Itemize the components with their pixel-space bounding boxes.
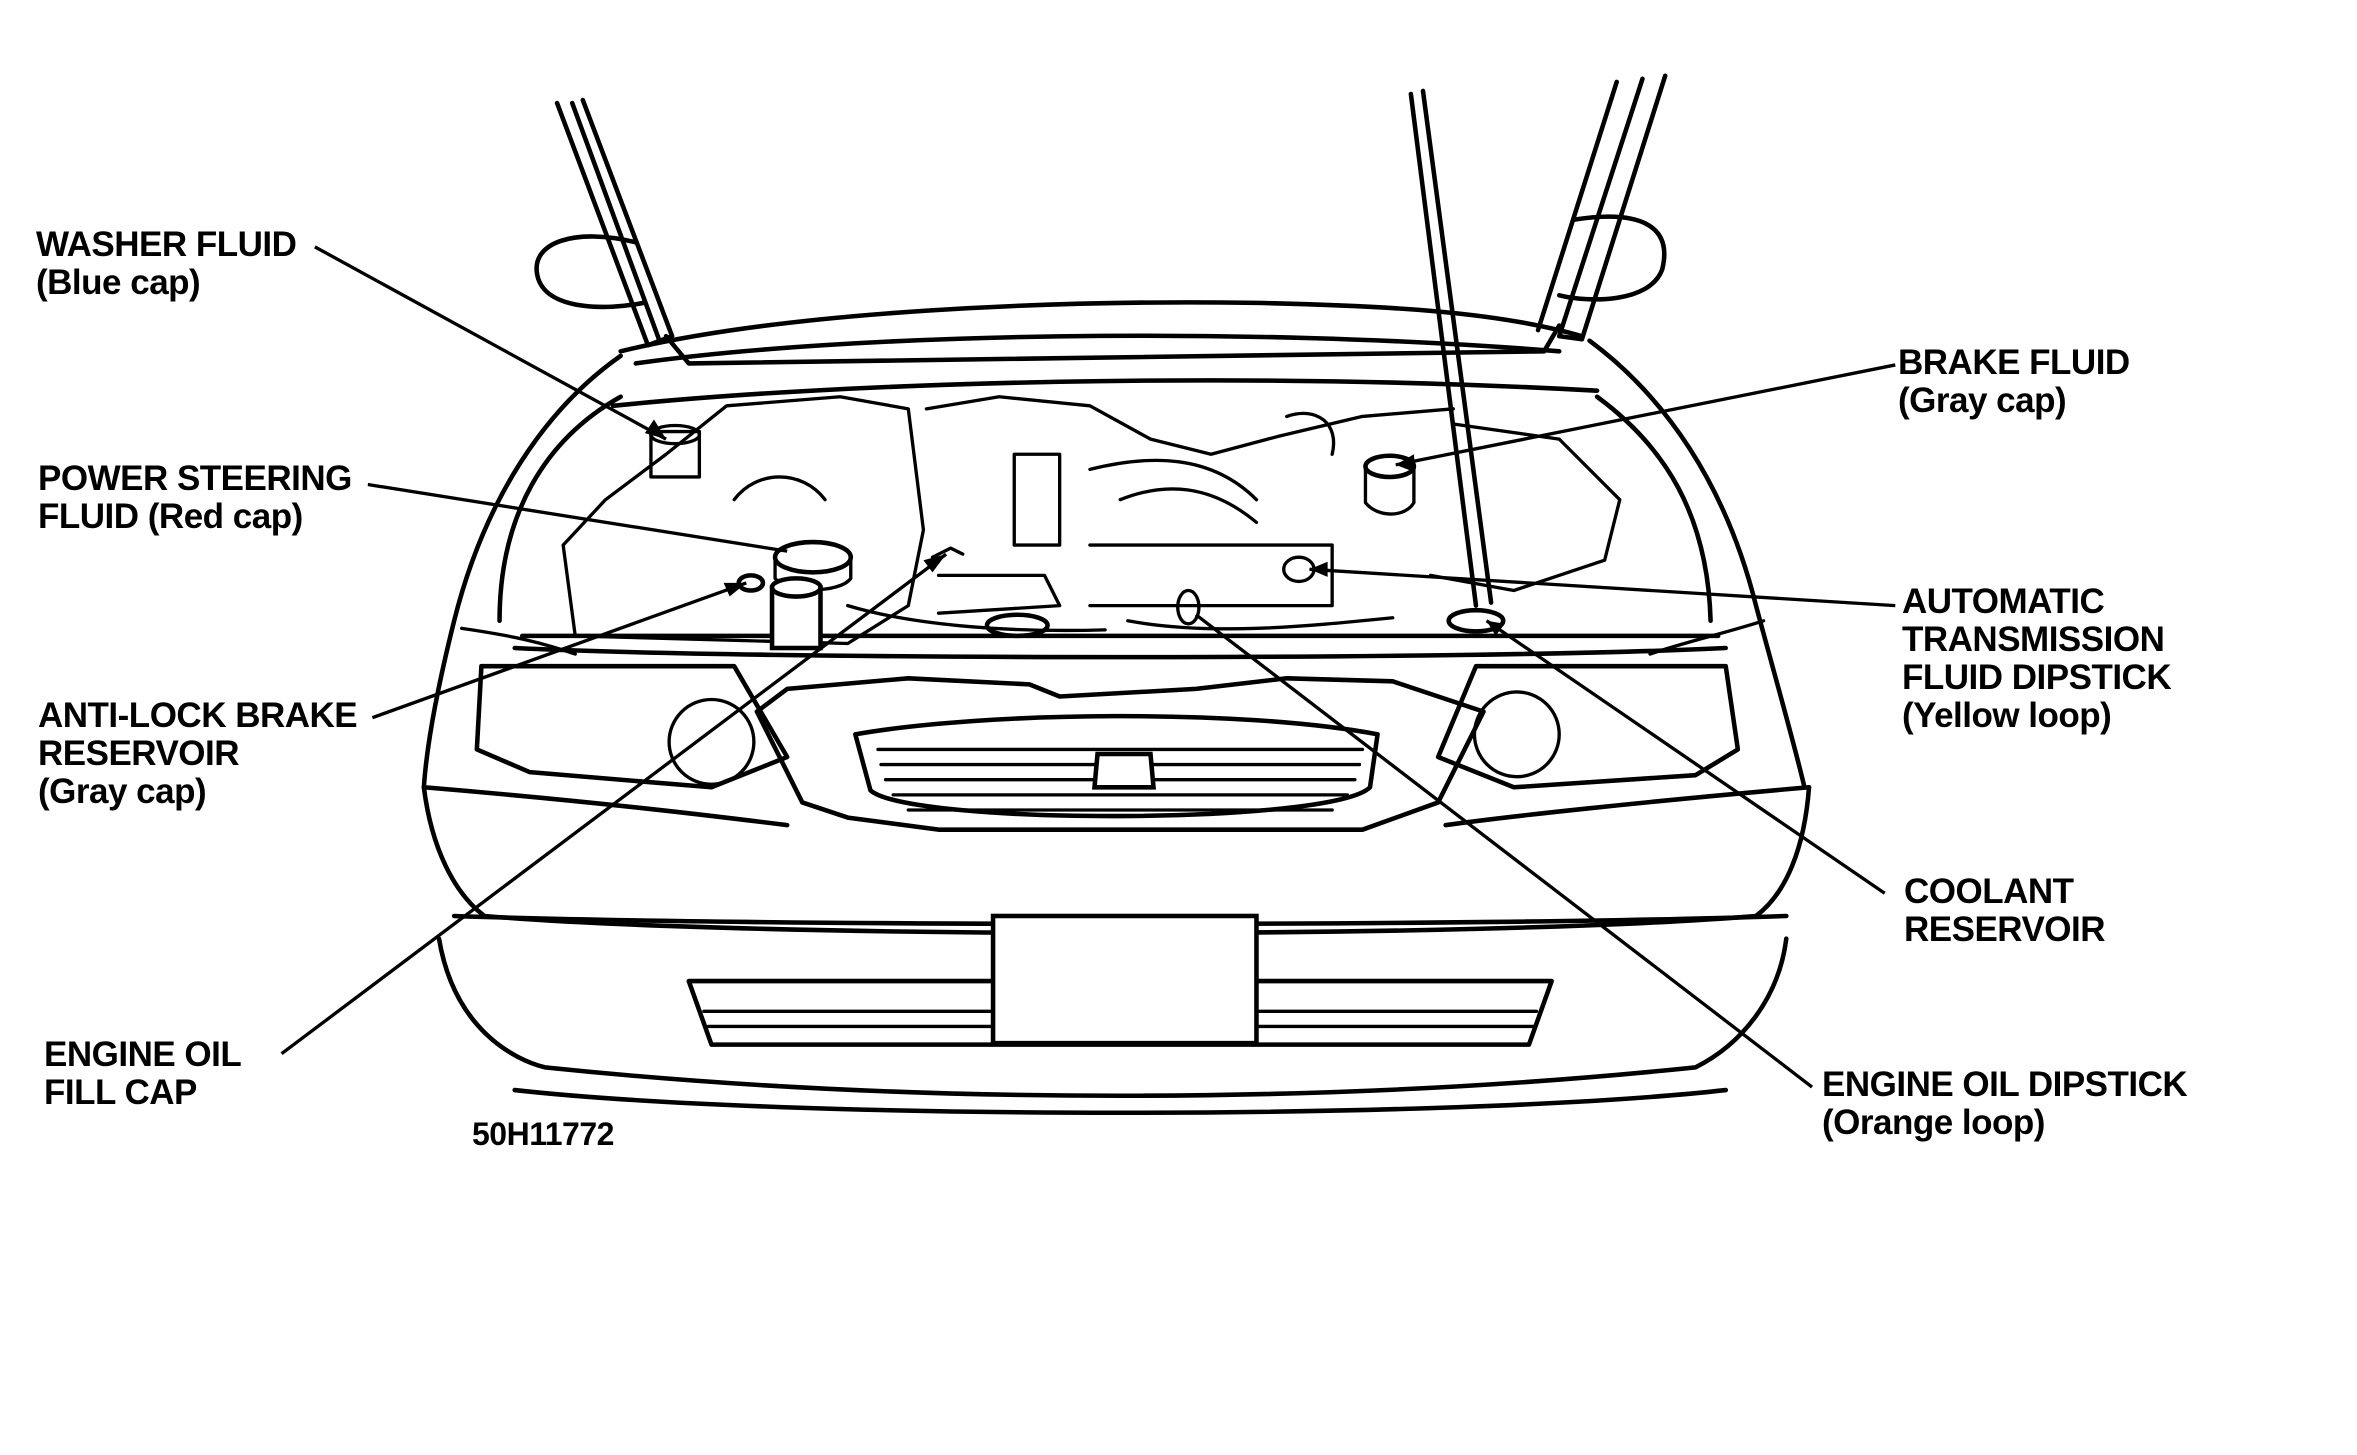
label-engine-oil-fill-line2: FILL CAP — [44, 1073, 197, 1112]
label-atf-line4: (Yellow loop) — [1902, 696, 2112, 735]
label-washer-fluid-line2: (Blue cap) — [36, 263, 201, 302]
label-coolant-line2: RESERVOIR — [1904, 910, 2106, 949]
car-body-outline — [421, 338, 1807, 790]
leader-lines — [280, 245, 1896, 1089]
label-engine-oil-dipstick-line1: ENGINE OIL DIPSTICK — [1822, 1065, 2188, 1104]
label-washer-fluid-line1: WASHER FLUID — [36, 225, 297, 264]
label-coolant-reservoir: COOLANT RESERVOIR — [1904, 872, 2106, 949]
label-atf-line3: FLUID DIPSTICK — [1902, 658, 2172, 697]
label-engine-oil-fill-line1: ENGINE OIL — [44, 1035, 242, 1074]
label-engine-oil-dipstick-line2: (Orange loop) — [1822, 1103, 2045, 1142]
label-power-steering-line1: POWER STEERING — [38, 459, 352, 498]
label-anti-lock-line1: ANTI-LOCK BRAKE — [38, 696, 358, 735]
label-anti-lock-line3: (Gray cap) — [38, 772, 207, 811]
label-atf-dipstick: AUTOMATIC TRANSMISSION FLUID DIPSTICK (Y… — [1902, 582, 2172, 735]
label-brake-fluid: BRAKE FLUID (Gray cap) — [1898, 344, 2130, 420]
figure-code: 50H11772 — [472, 1116, 614, 1152]
label-atf-line1: AUTOMATIC — [1902, 582, 2105, 621]
side-mirrors — [534, 214, 1667, 310]
leader-arrowheads — [644, 419, 1505, 636]
label-power-steering-fluid: POWER STEERING FLUID (Red cap) — [38, 460, 352, 536]
label-brake-fluid-line1: BRAKE FLUID — [1898, 343, 2130, 382]
engine-bay-components — [561, 395, 1622, 651]
label-engine-oil-dipstick: ENGINE OIL DIPSTICK (Orange loop) — [1822, 1065, 2188, 1142]
label-anti-lock-line2: RESERVOIR — [38, 734, 240, 773]
cowl-and-windshield-edge — [610, 300, 1600, 409]
front-bumper — [421, 785, 1812, 1116]
label-washer-fluid: WASHER FLUID (Blue cap) — [36, 225, 297, 302]
label-power-steering-line2: FLUID (Red cap) — [38, 497, 303, 536]
label-brake-fluid-line2: (Gray cap) — [1898, 381, 2067, 420]
front-grille — [754, 676, 1486, 832]
label-anti-lock-brake-reservoir: ANTI-LOCK BRAKE RESERVOIR (Gray cap) — [38, 696, 358, 811]
label-coolant-line1: COOLANT — [1904, 872, 2074, 911]
label-atf-line2: TRANSMISSION — [1902, 620, 2165, 659]
raised-hood — [554, 73, 1668, 608]
label-engine-oil-fill-cap: ENGINE OIL FILL CAP — [44, 1035, 242, 1112]
